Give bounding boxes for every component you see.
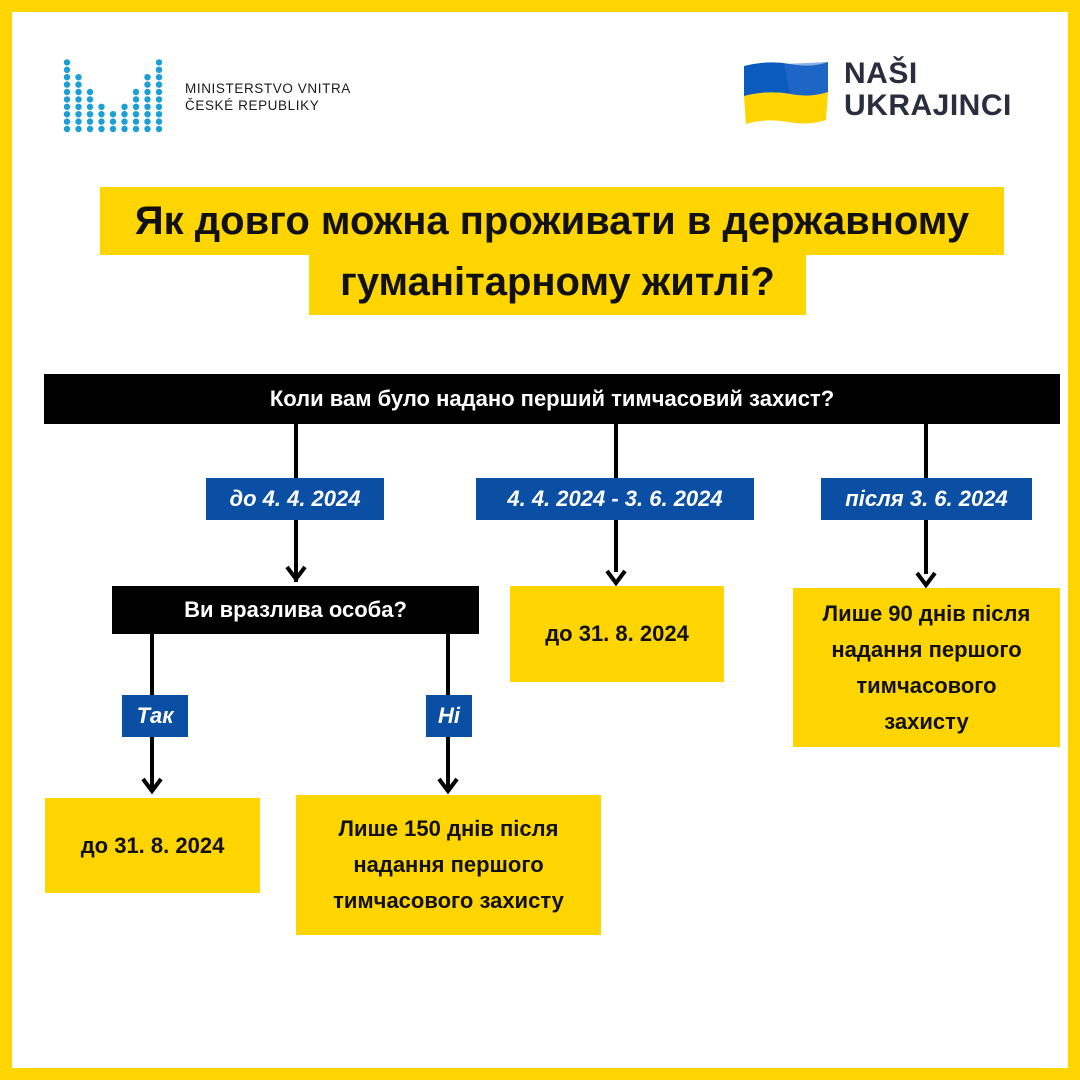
sub-label-no: Ні: [426, 695, 472, 737]
result-no: Лише 150 днів після надання першого тимч…: [296, 795, 601, 935]
brand-name-line1: NAŠI: [844, 57, 918, 90]
result-branch-2: до 31. 8. 2024: [510, 586, 724, 682]
branch-label-2: 4. 4. 2024 - 3. 6. 2024: [476, 478, 754, 520]
title-line1: Як довго можна проживати в державному: [100, 187, 1004, 255]
branch-label-1: до 4. 4. 2024: [206, 478, 384, 520]
arrow-down-icon: [285, 565, 307, 583]
branch-label-3: після 3. 6. 2024: [821, 478, 1032, 520]
arrow-down-icon: [437, 777, 459, 795]
ministry-logo-icon: [63, 59, 163, 133]
result-yes: до 31. 8. 2024: [45, 798, 260, 893]
sub-question: Ви вразлива особа?: [112, 586, 479, 634]
arrow-down-icon: [915, 571, 937, 589]
arrow-down-icon: [141, 777, 163, 795]
ministry-name-line1: MINISTERSTVO VNITRA: [185, 81, 351, 96]
brand-name: NAŠI UKRAJINCI: [844, 58, 1012, 122]
ministry-name: MINISTERSTVO VNITRA ČESKÉ REPUBLIKY: [185, 80, 351, 114]
ministry-name-line2: ČESKÉ REPUBLIKY: [185, 98, 320, 113]
arrow-down-icon: [605, 569, 627, 587]
title-line2: гуманітарному житлі?: [309, 249, 806, 315]
result-branch-3: Лише 90 днів після надання першого тимча…: [793, 588, 1060, 747]
main-question: Коли вам було надано перший тимчасовий з…: [44, 374, 1060, 424]
ukraine-flag-icon: [744, 62, 828, 124]
sub-label-yes: Так: [122, 695, 188, 737]
brand-name-line2: UKRAJINCI: [844, 89, 1012, 122]
